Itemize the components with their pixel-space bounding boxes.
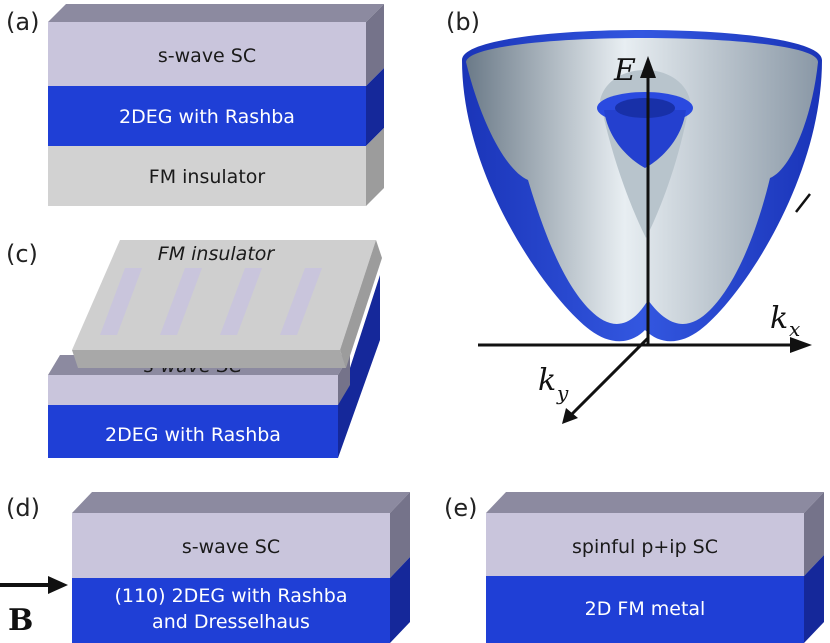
c-sc-front [48,375,338,405]
panel-e: (e) spinful p+ip SC 2D FM metal [444,492,824,643]
panel-a: (a) s-wave SC 2DEG with Rashba FM insula… [6,4,384,206]
fm-layer-side [366,128,384,206]
d-rashba-side [390,557,410,643]
rashba-layer-label: 2DEG with Rashba [119,106,295,128]
e-fm-front [486,576,804,643]
b-field-arrowhead [48,576,68,594]
c-slot-3 [220,268,262,335]
panel-d: (d) s-wave SC (110) 2DEG with Rashba and… [0,492,410,643]
e-fm-label: 2D FM metal [585,598,706,620]
e-axis-label: E [613,53,636,88]
axis-extension-line [795,193,811,213]
d-sc-front [72,513,390,578]
panel-b-label: (b) [446,8,480,36]
e-sc-side [804,492,824,576]
fm-layer-front [48,146,366,206]
d-rashba-label-line2: and Dresselhaus [152,611,310,633]
d-sc-label: s-wave SC [182,536,280,558]
c-slot-2 [160,268,202,335]
e-fm-side [804,555,824,643]
sc-layer-side [366,4,384,86]
inner-cone-body [604,110,686,168]
d-sc-top [72,492,410,513]
ky-axis-label: k [538,363,556,398]
panel-d-label: (d) [6,494,40,522]
kx-axis-subscript: x [789,317,800,341]
e-arrowhead [640,56,656,78]
panel-c: (c) 2DEG with Rashba s-wave SC FM insula… [6,240,382,458]
d-sc-side [390,492,410,578]
e-sc-front [486,513,804,576]
sc-layer-top [48,4,384,22]
c-slot-1 [100,268,142,335]
sc-layer-label: s-wave SC [158,45,256,67]
sc-layer-front [48,22,366,86]
c-fm-label: FM insulator [158,243,276,265]
panel-b: (b) E k x k y [446,8,822,424]
kx-arrowhead [790,337,812,353]
c-rashba-label: 2DEG with Rashba [105,424,281,446]
c-sc-side [338,355,350,405]
ky-arrowhead [562,408,578,424]
rashba-layer-side [366,68,384,146]
c-rashba-front [48,405,338,458]
ky-axis-subscript: y [556,381,569,405]
panel-c-label: (c) [6,240,38,268]
d-rashba-label-line1: (110) 2DEG with Rashba [114,585,347,607]
b-field-label: B [8,603,33,638]
e-sc-label: spinful p+ip SC [572,536,718,558]
c-fm-comb-side [340,240,382,368]
rashba-layer-front [48,86,366,146]
c-fm-comb-front [72,350,346,368]
inner-cone-opening [615,98,675,118]
d-rashba-front [72,578,390,643]
c-slot-4 [280,268,322,335]
e-sc-top [486,492,824,513]
kx-axis-label: k [770,301,788,336]
panel-e-label: (e) [444,494,478,522]
fm-layer-label: FM insulator [149,166,266,188]
ky-axis [568,336,650,418]
panel-a-label: (a) [6,8,39,36]
